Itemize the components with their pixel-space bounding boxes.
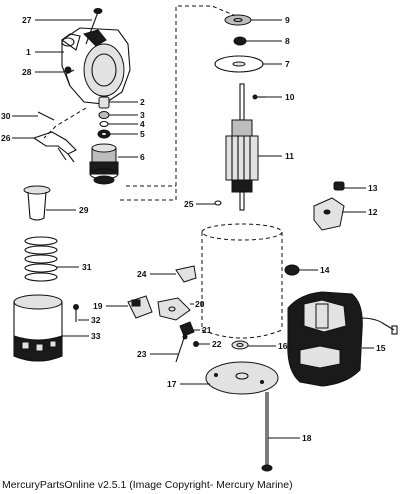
part-12-clip[interactable] [313, 197, 345, 231]
part-13-bushing[interactable] [333, 181, 345, 191]
part-21-brush[interactable] [179, 321, 195, 337]
part-18-through-bolt[interactable] [261, 392, 273, 472]
callout-8[interactable]: 8 [285, 36, 290, 46]
callout-22[interactable]: 22 [212, 339, 222, 349]
part-15-field-coil[interactable] [287, 291, 398, 387]
field-frame-housing[interactable] [201, 223, 283, 339]
callout-31[interactable]: 31 [82, 262, 92, 272]
callout-20[interactable]: 20 [195, 299, 205, 309]
callout-18[interactable]: 18 [302, 433, 312, 443]
part-19-brush[interactable] [127, 295, 153, 319]
callout-33[interactable]: 33 [91, 331, 101, 341]
callout-17[interactable]: 17 [167, 379, 177, 389]
part-22-washer[interactable] [193, 341, 199, 347]
part-6-drive-assembly[interactable] [89, 143, 119, 185]
callout-16[interactable]: 16 [278, 341, 288, 351]
leader-lines [12, 19, 374, 439]
part-29-bushing[interactable] [23, 185, 51, 221]
part-2-collar[interactable] [98, 96, 110, 109]
part-9-washer[interactable] [224, 14, 252, 26]
part-7-end-plate[interactable] [214, 55, 264, 73]
part-14-grommet[interactable] [284, 264, 300, 276]
part-8-bushing[interactable] [233, 36, 247, 46]
callout-5[interactable]: 5 [140, 129, 145, 139]
callout-labels: 27 1 28 2 3 4 5 6 30 26 29 31 32 33 9 8 … [1, 15, 386, 443]
callout-1[interactable]: 1 [26, 47, 31, 57]
callout-12[interactable]: 12 [368, 207, 378, 217]
callout-27[interactable]: 27 [22, 15, 32, 25]
part-20-brush-holder[interactable] [157, 297, 191, 321]
part-3-washer[interactable] [98, 111, 110, 119]
callout-11[interactable]: 11 [285, 151, 294, 161]
callout-21[interactable]: 21 [202, 325, 212, 335]
part-33-solenoid[interactable] [13, 294, 63, 362]
part-24-strap[interactable] [175, 265, 197, 283]
part-11-armature[interactable] [225, 83, 259, 211]
part-32-screw[interactable] [73, 304, 79, 323]
part-17-end-plate[interactable] [205, 361, 279, 395]
part-10-screw[interactable] [252, 94, 266, 100]
callout-32[interactable]: 32 [91, 315, 101, 325]
part-25-washer[interactable] [214, 200, 222, 206]
part-5-nut[interactable] [97, 129, 111, 139]
callout-3[interactable]: 3 [140, 110, 145, 120]
copyright-caption: MercuryPartsOnline v2.5.1 (Image Copyrig… [2, 479, 293, 491]
part-31-spring[interactable] [24, 236, 58, 282]
callout-2[interactable]: 2 [140, 97, 145, 107]
callout-15[interactable]: 15 [376, 343, 386, 353]
part-16-spacer[interactable] [231, 340, 249, 350]
callout-14[interactable]: 14 [320, 265, 330, 275]
part-28-plug[interactable] [64, 66, 72, 74]
callout-25[interactable]: 25 [184, 199, 194, 209]
callout-29[interactable]: 29 [79, 205, 89, 215]
part-30-pin[interactable] [37, 111, 55, 121]
callout-28[interactable]: 28 [22, 67, 32, 77]
part-26-shift-lever[interactable] [32, 131, 77, 163]
callout-6[interactable]: 6 [140, 152, 145, 162]
callout-7[interactable]: 7 [285, 59, 290, 69]
part-1-drive-housing[interactable] [61, 27, 131, 105]
callout-23[interactable]: 23 [137, 349, 147, 359]
part-4-ring[interactable] [99, 120, 109, 128]
callout-4[interactable]: 4 [140, 119, 145, 129]
assembly-guide-lines [43, 5, 237, 201]
callout-30[interactable]: 30 [1, 111, 11, 121]
part-23-screw[interactable] [175, 334, 188, 363]
callout-13[interactable]: 13 [368, 183, 378, 193]
callout-9[interactable]: 9 [285, 15, 290, 25]
callout-10[interactable]: 10 [285, 92, 295, 102]
callout-24[interactable]: 24 [137, 269, 147, 279]
callout-26[interactable]: 26 [1, 133, 11, 143]
callout-19[interactable]: 19 [93, 301, 103, 311]
